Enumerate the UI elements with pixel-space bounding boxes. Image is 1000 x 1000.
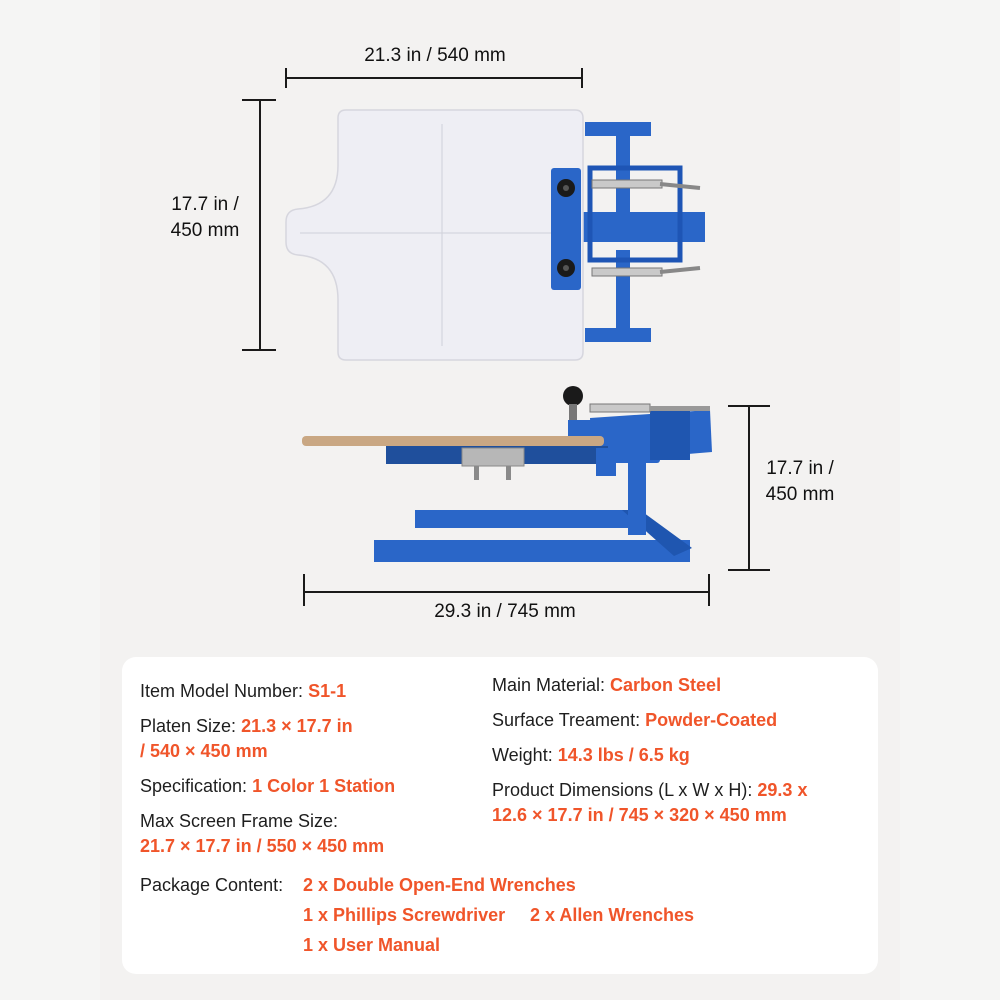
spec-model: Item Model Number: S1-1 bbox=[140, 679, 346, 703]
side-base-bar-front bbox=[374, 540, 690, 562]
spec-platen: Platen Size: 21.3 × 17.7 in bbox=[140, 714, 353, 738]
side-length-dimension-line bbox=[303, 591, 710, 593]
side-view-press bbox=[302, 386, 712, 562]
side-length-tick-left bbox=[303, 574, 305, 606]
spec-max-frame-value: 21.7 × 17.7 in / 550 × 450 mm bbox=[140, 836, 385, 856]
spec-model-label: Item Model Number: bbox=[140, 681, 309, 701]
top-height-dimension-line bbox=[259, 99, 261, 350]
side-length-tick-right bbox=[708, 574, 710, 606]
top-rod-upper bbox=[659, 182, 701, 190]
top-view-press bbox=[285, 109, 705, 361]
spec-weight: Weight: 14.3 lbs / 6.5 kg bbox=[492, 743, 690, 767]
top-hinge-plate bbox=[587, 165, 683, 263]
side-base-bar-rear bbox=[415, 510, 629, 528]
side-height-label-line1: 17.7 in / bbox=[766, 458, 834, 479]
spec-platen-value-line1: 21.3 × 17.7 in bbox=[241, 716, 353, 736]
spec-package-item: 2 x Double Open-End Wrenches bbox=[303, 875, 576, 895]
spec-specification-value: 1 Color 1 Station bbox=[252, 776, 396, 796]
top-rod-lower bbox=[659, 266, 701, 274]
spec-specification: Specification: 1 Color 1 Station bbox=[140, 774, 395, 798]
side-tension-rod bbox=[650, 406, 710, 411]
spec-package-label: Package Content: bbox=[140, 875, 284, 895]
spec-dimensions-label: Product Dimensions (L x W x H): bbox=[492, 780, 758, 800]
spec-surface: Surface Treament: Powder-Coated bbox=[492, 708, 777, 732]
top-width-tick-left bbox=[285, 68, 287, 88]
side-spring bbox=[589, 403, 651, 413]
side-height-tick-bottom bbox=[728, 569, 770, 571]
spec-card bbox=[122, 657, 878, 974]
spec-dimensions: Product Dimensions (L x W x H): 29.3 x bbox=[492, 778, 807, 802]
side-platen-bolt-left bbox=[474, 466, 479, 480]
spec-material: Main Material: Carbon Steel bbox=[492, 673, 721, 697]
spec-max-frame-label: Max Screen Frame Size: bbox=[140, 811, 339, 831]
side-upright-post bbox=[628, 455, 646, 535]
top-spring-lower bbox=[591, 267, 663, 277]
spec-weight-value: 14.3 lbs / 6.5 kg bbox=[557, 745, 690, 765]
top-spring-upper bbox=[591, 179, 663, 189]
spec-surface-value: Powder-Coated bbox=[645, 710, 778, 730]
spec-specification-label: Specification: bbox=[140, 776, 253, 796]
spec-platen-label: Platen Size: bbox=[140, 716, 242, 736]
side-length-label: 29.3 in / 745 mm bbox=[434, 601, 576, 622]
top-height-label-line2: 450 mm bbox=[170, 220, 240, 241]
spec-platen-value-line2: / 540 × 450 mm bbox=[140, 741, 268, 761]
spec-dimensions-value-line2: 12.6 × 17.7 in / 745 × 320 × 450 mm bbox=[492, 805, 787, 825]
side-height-label-line2: 450 mm bbox=[765, 484, 835, 505]
top-frame-post-bottom bbox=[616, 250, 630, 340]
spec-material-value: Carbon Steel bbox=[610, 675, 722, 695]
spec-material-label: Main Material: bbox=[492, 675, 611, 695]
side-arm-bracket bbox=[650, 410, 690, 460]
spec-weight-label: Weight: bbox=[492, 745, 558, 765]
side-height-tick-top bbox=[728, 405, 770, 407]
spec-surface-label: Surface Treament: bbox=[492, 710, 646, 730]
top-width-dimension-line bbox=[285, 77, 583, 79]
spec-package-item: 1 x Phillips Screwdriver bbox=[303, 905, 506, 925]
top-knob-lower-icon bbox=[557, 259, 575, 277]
spec-dimensions-value-line1: 29.3 x bbox=[757, 780, 808, 800]
spec-package-item: 2 x Allen Wrenches bbox=[530, 905, 695, 925]
press-illustrations bbox=[285, 109, 712, 562]
top-frame-arm bbox=[575, 212, 705, 242]
top-height-tick-top bbox=[242, 99, 276, 101]
top-height-label-line1: 17.7 in / bbox=[171, 194, 239, 215]
top-width-label: 21.3 in / 540 mm bbox=[364, 45, 506, 66]
side-platen-board bbox=[302, 436, 604, 446]
top-clamp-bracket bbox=[551, 168, 581, 290]
spec-package-item: 1 x User Manual bbox=[303, 935, 441, 955]
top-platen bbox=[285, 109, 584, 361]
top-knob-upper-icon bbox=[557, 179, 575, 197]
top-width-tick-right bbox=[581, 68, 583, 88]
side-platen-clamp bbox=[461, 447, 525, 467]
side-platen-neck bbox=[596, 448, 616, 476]
side-platen-bolt-right bbox=[506, 466, 511, 480]
side-height-dimension-line bbox=[748, 405, 750, 571]
side-knob-icon bbox=[563, 386, 583, 420]
top-height-tick-bottom bbox=[242, 349, 276, 351]
spec-model-value: S1-1 bbox=[308, 681, 347, 701]
